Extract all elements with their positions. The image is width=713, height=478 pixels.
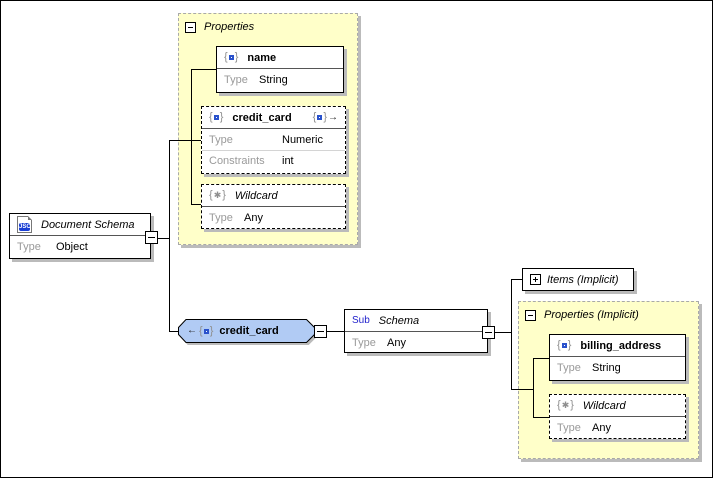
connector-line [157, 238, 169, 239]
reference-in-icon: ←{} [187, 326, 213, 337]
credit-card-reference-node[interactable]: ←{} credit_card [178, 319, 315, 343]
wildcard-title: Wildcard [235, 190, 278, 202]
document-schema-title: Document Schema [41, 219, 135, 231]
schema-title: Schema [379, 315, 419, 327]
properties-implicit-container-label: Properties (Implicit) [544, 309, 639, 321]
billing-address-title: billing_address [580, 340, 661, 352]
json-document-icon: JSO [17, 216, 32, 233]
credit-card-node-collapse-connector[interactable] [314, 325, 327, 338]
name-property-box[interactable]: {} name Type String [216, 46, 344, 93]
constraints-row: Constraints int [202, 150, 345, 171]
type-row: Type String [550, 357, 685, 378]
reference-out-icon: {}→ [313, 112, 338, 123]
connector-line [169, 140, 202, 141]
document-schema-collapse-connector[interactable] [145, 231, 158, 244]
document-schema-box[interactable]: JSO Document Schema Type Object [9, 213, 151, 259]
property-icon: {} [209, 112, 223, 123]
property-icon: {} [224, 52, 238, 63]
wildcard-icon: {✱} [209, 190, 226, 201]
properties-container-label: Properties [204, 21, 254, 33]
type-row: Type Numeric [202, 129, 345, 150]
wildcard-implicit-box[interactable]: {✱} Wildcard Type Any [549, 394, 686, 439]
name-property-title: name [247, 52, 276, 64]
type-row: Type Any [345, 332, 487, 353]
credit-card-property-title: credit_card [232, 112, 291, 124]
connector-line [533, 417, 549, 418]
collapse-toggle-icon[interactable] [185, 22, 196, 33]
connector-line [327, 331, 345, 332]
type-row: Type Any [550, 417, 685, 438]
billing-address-property-box[interactable]: {} billing_address Type String [549, 334, 686, 381]
connector-line [533, 358, 549, 359]
connector-line [169, 140, 170, 332]
type-row: Type Any [202, 207, 345, 228]
connector-line [494, 332, 511, 333]
wildcard-icon: {✱} [557, 400, 574, 411]
type-row: Type String [217, 69, 343, 90]
connector-line [533, 358, 534, 418]
sub-prefix-label: Sub [352, 315, 370, 326]
wildcard-property-box[interactable]: {✱} Wildcard Type Any [201, 184, 346, 229]
connector-line [191, 69, 192, 205]
collapse-toggle-icon[interactable] [525, 310, 536, 321]
expand-toggle-icon[interactable] [530, 274, 541, 285]
wildcard-implicit-title: Wildcard [583, 400, 626, 412]
connector-line [511, 279, 512, 390]
credit-card-property-box[interactable]: {} credit_card {}→ Type Numeric Constrai… [201, 106, 346, 174]
type-row: Type Object [10, 236, 150, 257]
credit-card-node-label: credit_card [219, 325, 278, 337]
connector-line [511, 389, 533, 390]
property-icon: {} [557, 340, 571, 351]
items-implicit-label: Items (Implicit) [547, 274, 619, 286]
connector-line [191, 69, 216, 70]
items-implicit-box[interactable]: Items (Implicit) [522, 268, 634, 291]
sub-schema-box[interactable]: Sub Schema Type Any [344, 309, 488, 353]
schema-collapse-connector[interactable] [482, 326, 495, 339]
